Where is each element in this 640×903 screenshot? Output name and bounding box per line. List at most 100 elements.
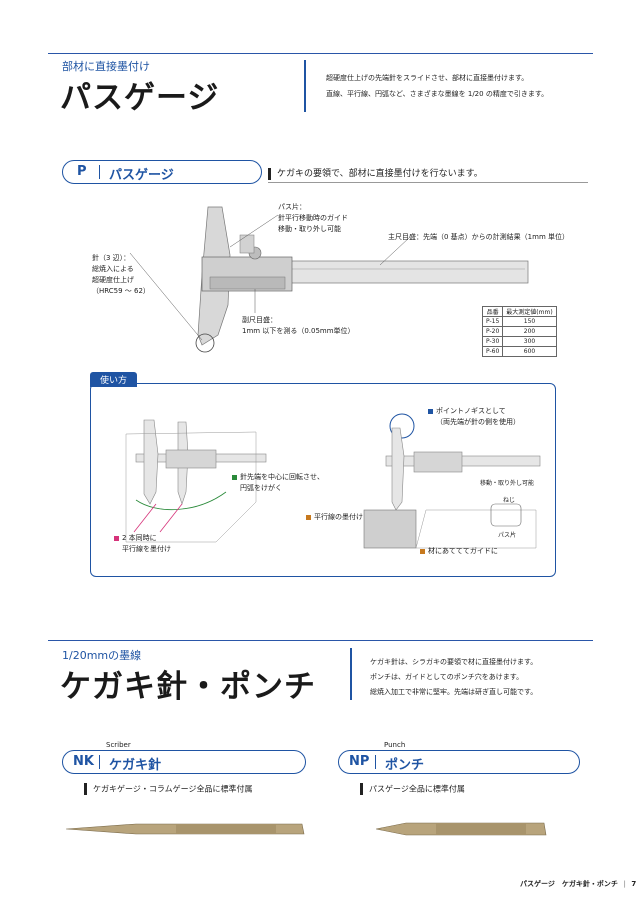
usage-left-plane bbox=[125, 431, 257, 543]
section1-rule bbox=[48, 53, 593, 54]
punch-knurl bbox=[436, 823, 526, 835]
magenta-marker bbox=[114, 535, 119, 541]
caliper-illustration bbox=[129, 206, 529, 353]
needle-label: 針（3 辺）： 総焼入による 超硬度仕上げ （HRC59 ～ 62） bbox=[92, 253, 150, 297]
nk-code: NK bbox=[73, 754, 94, 769]
scriber-illustration bbox=[66, 823, 305, 835]
green-marker bbox=[232, 474, 237, 480]
usage-left-slider bbox=[165, 449, 217, 469]
usage-two-label: 2 本同時に 平行線を墨付け bbox=[114, 533, 171, 555]
usage-right-plane bbox=[415, 509, 537, 549]
usage-screw-label: ねじ bbox=[503, 497, 516, 504]
np-name: ポンチ bbox=[385, 758, 425, 773]
usage-two-line1: 2 本同時に bbox=[122, 534, 157, 542]
product-p-code: P bbox=[77, 164, 87, 179]
nk-note-text: ケガキゲージ・コラムゲージ全品に標準付属 bbox=[93, 784, 253, 794]
usage-rotate-line2: 円弧をけがく bbox=[240, 484, 282, 492]
pass-piece-title: パス片： bbox=[278, 203, 306, 211]
usage-guide-text: 材にあてててガイドに bbox=[428, 547, 498, 555]
orange-marker bbox=[306, 514, 311, 520]
product-p-rule bbox=[268, 182, 588, 183]
usage-point-circle bbox=[389, 413, 415, 439]
nk-sep bbox=[99, 755, 100, 769]
pass-piece-line2: 移動・取り外し可能 bbox=[278, 225, 341, 233]
section2-desc-line-2: ポンチは、ガイドとしてのポンチ穴をあけます。 bbox=[370, 673, 524, 681]
footer: パスゲージ ケガキ針・ポンチ | 7 bbox=[520, 879, 636, 889]
usage-right-slider bbox=[413, 451, 463, 473]
note-bar bbox=[268, 167, 271, 180]
section2-subtitle: 1/20mmの墨線 bbox=[62, 649, 142, 662]
section2-desc: ケガキ針は、シラガキの要領で材に直接墨付けます。 ポンチは、ガイドとしてのポンチ… bbox=[370, 655, 537, 700]
section1-desc: 超硬度仕上げの先端針をスライドさせ、部材に直接墨付けます。 直線、平行線、円弧な… bbox=[326, 70, 548, 102]
usage-left-jaw bbox=[143, 419, 159, 505]
nk-english: Scriber bbox=[106, 741, 131, 749]
usage-arrow-2 bbox=[159, 503, 183, 533]
usage-parallel-text: 平行線の墨付け bbox=[314, 513, 363, 521]
caliper-vernier bbox=[209, 276, 286, 290]
table-cell: P-20 bbox=[481, 326, 504, 337]
needle-title: 針（3 辺）： bbox=[92, 254, 131, 262]
usage-rotate-label: 針先端を中心に回転させ、 円弧をけがく bbox=[232, 472, 324, 494]
table-header: 最大測定値(mm) bbox=[502, 306, 557, 317]
punch-illustration bbox=[376, 822, 547, 836]
usage-rotate-line1: 針先端を中心に回転させ、 bbox=[240, 473, 324, 481]
usage-parallel-label: 平行線の墨付け bbox=[306, 512, 363, 523]
np-english: Punch bbox=[384, 741, 406, 749]
section1-desc-line-2: 直線、平行線、円弧など、さまざまな墨線を 1/20 の精度で引きます。 bbox=[326, 90, 549, 98]
section2-rule bbox=[48, 640, 593, 641]
section1-subtitle: 部材に直接墨付け bbox=[62, 60, 150, 73]
nk-bar bbox=[84, 783, 87, 795]
product-p-sep bbox=[99, 165, 100, 179]
table-header-row: 品番 最大測定値(mm) bbox=[481, 306, 557, 317]
section1-desc-line-1: 超硬度仕上げの先端針をスライドさせ、部材に直接墨付けます。 bbox=[326, 74, 529, 82]
usage-move-label: 移動・取り外し可能 bbox=[480, 480, 535, 487]
usage-point-label: ポイントノギスとして （両先端が針の側を使用） bbox=[428, 406, 520, 428]
caliper-pass-piece bbox=[239, 234, 255, 254]
product-p-name: パスゲージ bbox=[109, 168, 174, 183]
vernier-line1: 1mm 以下を測る（0.05mm単位） bbox=[242, 327, 355, 335]
usage-guide-label: 材にあてててガイドに bbox=[420, 546, 498, 557]
section2-divider bbox=[350, 648, 352, 700]
vernier-label: 副尺目盛： 1mm 以下を測る（0.05mm単位） bbox=[242, 315, 355, 337]
usage-arrow-1 bbox=[133, 503, 157, 533]
page-number: 7 bbox=[631, 880, 637, 888]
usage-illustration bbox=[125, 413, 541, 549]
pass-piece-label: パス片： 針平行移動時のガイド 移動・取り外し可能 bbox=[278, 202, 348, 235]
leader-main bbox=[379, 236, 411, 266]
main-scale-label: 主尺目盛：先端（0 基点）からの計測結果（1mm 単位） bbox=[388, 233, 569, 241]
usage-material bbox=[363, 509, 417, 549]
section2-desc-line-3: 総焼入加工で非常に堅牢。先端は研ぎ直し可能です。 bbox=[370, 688, 538, 696]
needle-line3: （HRC59 ～ 62） bbox=[92, 287, 150, 295]
table-cell: 150 bbox=[502, 316, 557, 327]
footer-sep: | bbox=[623, 880, 626, 888]
usage-right-jaw bbox=[391, 427, 405, 511]
needle-line2: 超硬度仕上げ bbox=[92, 276, 134, 284]
usage-box bbox=[90, 383, 556, 577]
needle-highlight bbox=[195, 333, 215, 353]
nk-note: ケガキゲージ・コラムゲージ全品に標準付属 bbox=[84, 783, 252, 795]
blue-marker bbox=[428, 408, 433, 414]
section2-title: ケガキ針・ポンチ bbox=[60, 669, 316, 705]
leader-pass bbox=[229, 214, 279, 248]
np-code: NP bbox=[349, 754, 370, 769]
table-cell: 200 bbox=[502, 326, 557, 337]
usage-tab: 使い方 bbox=[90, 372, 138, 387]
nk-name: ケガキ針 bbox=[109, 758, 162, 773]
usage-point-line1: ポイントノギスとして bbox=[436, 407, 506, 415]
table-cell: P-60 bbox=[481, 346, 504, 357]
orange-marker bbox=[420, 548, 425, 554]
usage-point-line2: （両先端が針の側を使用） bbox=[436, 418, 520, 426]
np-sep bbox=[375, 755, 376, 769]
leader-needle bbox=[129, 252, 203, 341]
usage-right-beam bbox=[385, 455, 541, 467]
vernier-title: 副尺目盛： bbox=[242, 316, 277, 324]
table-cell: 300 bbox=[502, 336, 557, 347]
table-cell: P-30 bbox=[481, 336, 504, 347]
np-header: NP ポンチ bbox=[338, 750, 580, 774]
section1-title: パスゲージ bbox=[60, 80, 220, 116]
section2-desc-line-1: ケガキ針は、シラガキの要領で材に直接墨付けます。 bbox=[370, 658, 538, 666]
